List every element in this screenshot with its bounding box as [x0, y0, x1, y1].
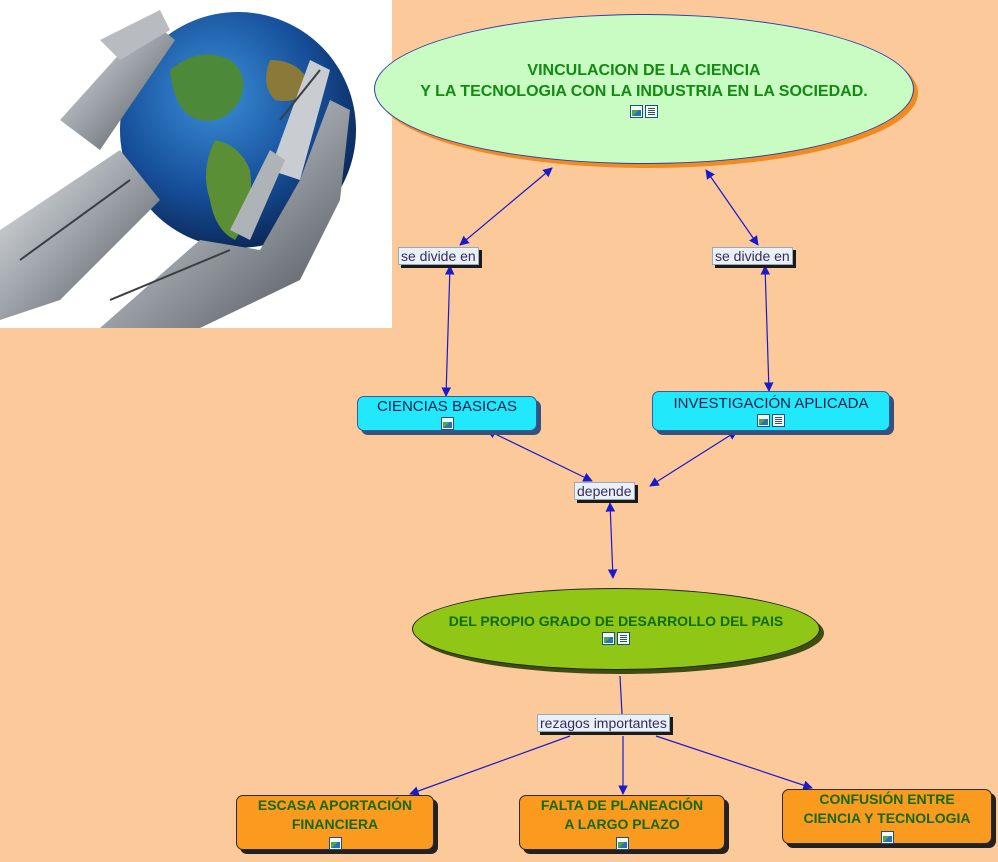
ciencias-basicas-label: CIENCIAS BASICAS: [376, 397, 518, 415]
connector-grado-rezagos: [619, 675, 623, 715]
falta-resources: [615, 836, 629, 850]
connector-main-divide-right: [705, 169, 759, 246]
falta-line2: A LARGO PLAZO: [564, 815, 680, 832]
image-resource-icon[interactable]: [615, 836, 629, 850]
grado-desarrollo-label: DEL PROPIO GRADO DE DESARROLLO DEL PAIS: [448, 613, 784, 629]
connector-investigacion-depende: [649, 430, 738, 487]
image-resource-icon[interactable]: [757, 414, 770, 427]
confusion-resources: [880, 830, 894, 844]
connector-rezagos-confusion: [655, 735, 813, 790]
document-resource-icon[interactable]: [772, 414, 785, 427]
falta-planeacion-node[interactable]: FALTA DE PLANEACIÓN A LARGO PLAZO: [519, 795, 725, 850]
link-label-depende[interactable]: depende: [574, 482, 635, 500]
image-resource-icon[interactable]: [630, 105, 643, 118]
robot-hands-globe-image: [0, 0, 392, 328]
main-concept-line1: VINCULACION DE LA CIENCIA: [527, 62, 761, 79]
image-resource-icon[interactable]: [602, 632, 615, 645]
connector-ciencias-depende: [486, 429, 593, 482]
grado-desarrollo-resources: [602, 632, 630, 645]
main-concept-node[interactable]: VINCULACION DE LA CIENCIA Y LA TECNOLOGI…: [374, 14, 914, 164]
ciencias-basicas-node[interactable]: CIENCIAS BASICAS: [357, 396, 537, 431]
link-label-divide-right[interactable]: se divide en: [712, 247, 793, 265]
document-resource-icon[interactable]: [645, 105, 658, 118]
escasa-line2: FINANCIERA: [291, 815, 379, 832]
image-resource-icon[interactable]: [328, 836, 342, 850]
escasa-line1: ESCASA APORTACIÓN: [257, 796, 413, 813]
main-concept-line2: Y LA TECNOLOGIA CON LA INDUSTRIA EN LA S…: [420, 83, 868, 100]
falta-line1: FALTA DE PLANEACIÓN: [540, 796, 704, 813]
escasa-resources: [328, 836, 342, 850]
robot-hands-globe-icon: [0, 10, 356, 328]
grado-desarrollo-node[interactable]: DEL PROPIO GRADO DE DESARROLLO DEL PAIS: [412, 588, 820, 670]
link-label-divide-left[interactable]: se divide en: [398, 247, 479, 265]
image-resource-icon[interactable]: [880, 830, 894, 844]
main-concept-resources: [630, 105, 658, 118]
connector-divide-right-investigacion: [760, 265, 774, 392]
confusion-line1: CONFUSIÓN ENTRE: [819, 790, 955, 807]
connector-divide-left-ciencias: [441, 265, 455, 397]
image-resource-icon[interactable]: [440, 416, 454, 430]
connector-depende-grado: [605, 502, 618, 579]
investigacion-aplicada-resources: [757, 414, 785, 427]
investigacion-aplicada-label: INVESTIGACIÓN APLICADA: [673, 395, 869, 412]
ciencias-basicas-resources: [440, 416, 454, 430]
document-resource-icon[interactable]: [617, 632, 630, 645]
investigacion-aplicada-node[interactable]: INVESTIGACIÓN APLICADA: [652, 391, 890, 431]
confusion-line2: CIENCIA Y TECNOLOGIA: [803, 809, 971, 826]
confusion-node[interactable]: CONFUSIÓN ENTRE CIENCIA Y TECNOLOGIA: [782, 789, 992, 844]
connector-main-divide-left: [459, 167, 553, 246]
link-label-rezagos[interactable]: rezagos importantes: [537, 714, 670, 732]
escasa-aportacion-node[interactable]: ESCASA APORTACIÓN FINANCIERA: [236, 795, 434, 850]
connector-rezagos-escasa: [409, 735, 571, 796]
